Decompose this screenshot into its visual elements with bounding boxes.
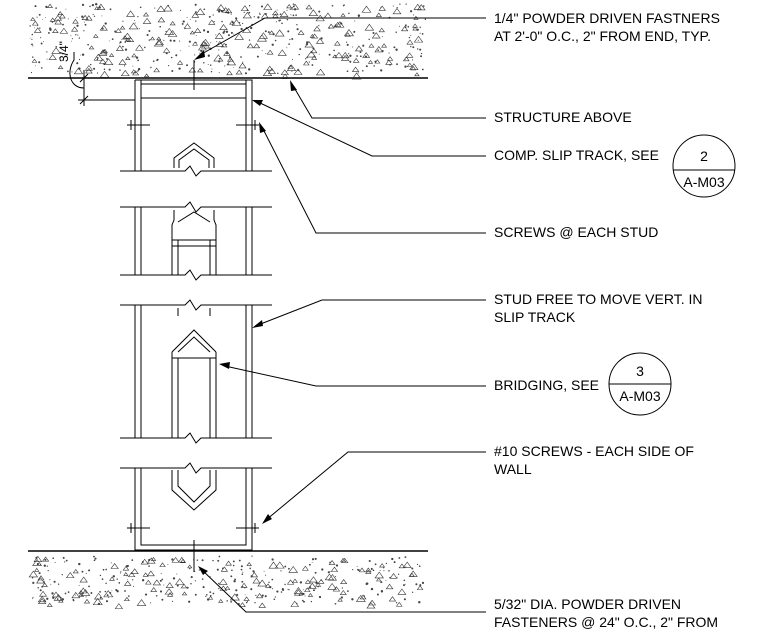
note-stud-free-line1: STUD FREE TO MOVE VERT. IN — [494, 291, 702, 307]
screw-top-right — [236, 120, 259, 130]
concrete-stipple-bottom — [28, 555, 425, 609]
break-line-3 — [120, 432, 272, 474]
stud-upper-piece — [171, 210, 217, 275]
note-bridging: BRIDGING, SEE — [494, 377, 599, 393]
screw-bottom-left — [127, 523, 150, 533]
leader-lines — [194, 17, 486, 613]
stud-mid-piece — [171, 308, 217, 438]
break-line-1 — [120, 165, 272, 213]
detail-tag-number: 3 — [636, 363, 644, 379]
note-stud-free-line2: SLIP TRACK — [494, 309, 576, 325]
concrete-stipple-top — [29, 2, 427, 80]
fastener-bottom — [186, 540, 202, 572]
stud-top-piece — [173, 142, 215, 168]
note-bottom-fasteners-line1: 5/32" DIA. POWDER DRIVEN — [494, 596, 681, 612]
break-line-2 — [120, 269, 272, 311]
top-slip-track — [134, 79, 253, 136]
floor-slab — [28, 550, 428, 609]
dimension-text: 3/4" — [57, 41, 71, 62]
drawing-notes: 1/4" POWDER DRIVEN FASTNERS AT 2'-0" O.C… — [494, 10, 720, 630]
note-structure-above: STRUCTURE ABOVE — [494, 109, 632, 125]
detail-tag-sheet: A-M03 — [683, 174, 724, 190]
note-top-fasteners-line1: 1/4" POWDER DRIVEN FASTNERS — [494, 10, 720, 26]
detail-tag-slip-track[interactable]: 2 A-M03 — [672, 134, 736, 198]
note-slip-track: COMP. SLIP TRACK, SEE — [494, 147, 659, 163]
detail-tag-sheet: A-M03 — [619, 388, 660, 404]
screw-top-left — [127, 120, 150, 130]
note-screws10-line1: #10 SCREWS - EACH SIDE OF — [494, 443, 694, 459]
note-screws10-line2: WALL — [494, 461, 532, 477]
fastener-top — [186, 60, 202, 90]
note-screws-each-stud: SCREWS @ EACH STUD — [494, 224, 658, 240]
stud-wall-assembly — [120, 60, 272, 572]
leader-arrow — [194, 50, 205, 60]
detail-tag-bridging[interactable]: 3 A-M03 — [608, 352, 672, 416]
bridging-channel-upper — [171, 240, 217, 247]
stud-bottom-piece — [171, 470, 217, 511]
gap-dimension: 3/4" — [57, 41, 135, 106]
note-top-fasteners-line2: AT 2'-0" O.C., 2" FROM END, TYP. — [494, 28, 711, 44]
screw-bottom-right — [236, 523, 259, 533]
note-bottom-fasteners-line2: FASTENERS @ 24" O.C., 2" FROM — [494, 614, 718, 630]
detail-tag-number: 2 — [700, 148, 708, 164]
structure-above-slab — [28, 2, 428, 80]
